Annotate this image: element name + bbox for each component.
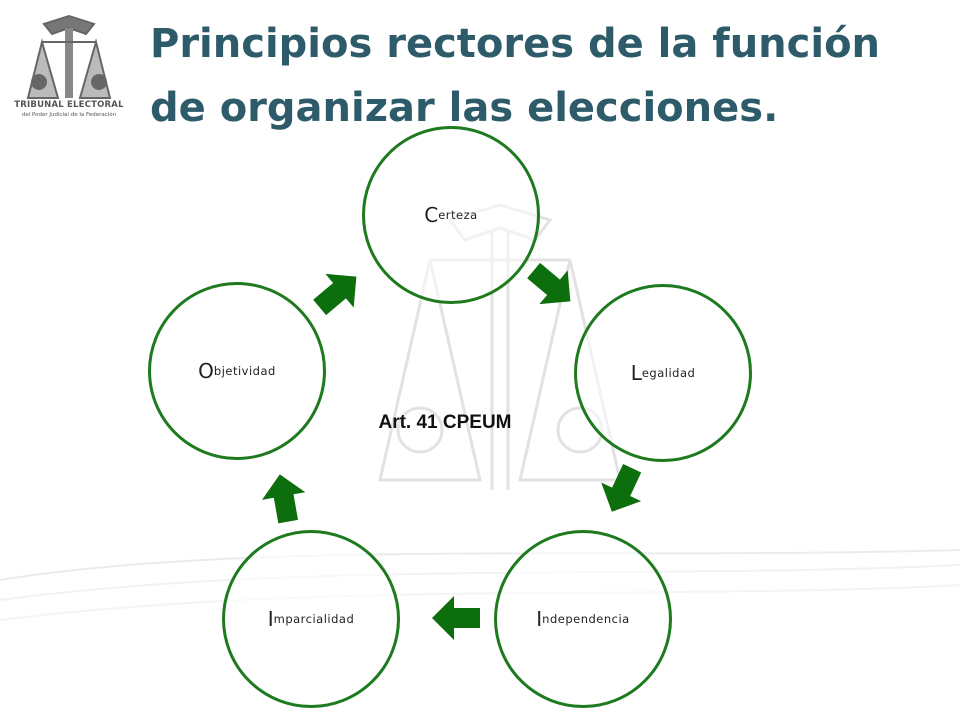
- arrow-legalidad-to-independencia-icon: [601, 464, 642, 512]
- page-title: Principios rectores de la función de org…: [150, 12, 930, 140]
- node-objetividad-rest: bjetividad: [213, 364, 276, 378]
- arrow-objetividad-to-certeza-icon: [313, 273, 357, 316]
- arrow-imparcialidad-to-objetividad-icon: [261, 474, 306, 524]
- title-line-1: Principios rectores de la función: [150, 21, 881, 67]
- logo-subtitle: del Poder Judicial de la Federación: [21, 112, 117, 118]
- node-imparcialidad-rest: mparcialidad: [273, 612, 355, 626]
- arrow-certeza-to-legalidad-icon: [527, 262, 571, 305]
- logo-title: TRIBUNAL ELECTORAL: [14, 100, 124, 110]
- node-imparcialidad-initial: I: [267, 607, 274, 631]
- title-line-2: de organizar las elecciones.: [150, 85, 779, 131]
- node-legalidad-rest: egalidad: [641, 366, 696, 380]
- center-label: Art. 41 CPEUM: [378, 412, 512, 433]
- node-legalidad-initial: L: [630, 361, 642, 385]
- arrow-independencia-to-imparcialidad-icon: [432, 596, 480, 640]
- scales-of-justice-icon: [26, 14, 112, 99]
- node-objetividad-initial: O: [198, 359, 214, 383]
- node-independencia-initial: I: [536, 607, 543, 631]
- node-certeza-rest: erteza: [438, 208, 478, 222]
- node-certeza-initial: C: [424, 203, 439, 227]
- node-independencia-rest: ndependencia: [542, 612, 630, 626]
